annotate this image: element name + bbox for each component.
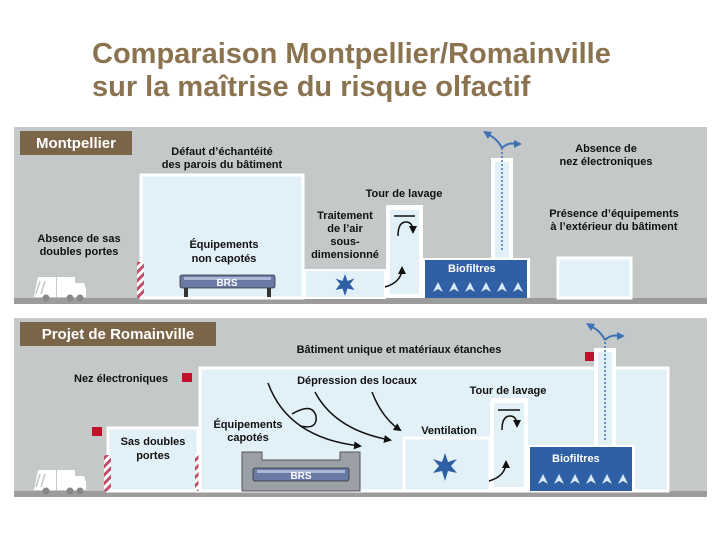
romainville-biofiltres-label: Biofiltres [552,453,600,465]
tower-loop-arrow [501,415,521,431]
exhaust-arrow-icon [586,323,595,331]
montpellier-tower-inner [390,210,419,294]
exhaust-arrow-icon [483,131,492,139]
fan-icon [335,274,355,296]
depression-loop [291,407,317,428]
romainville-ventilation-label: Ventilation [421,425,477,437]
montpellier-presence-label-2: à l’extérieur du bâtiment [550,221,677,233]
exhaust-arrow-icon [617,332,625,340]
montpellier-defaut-label-1: Défaut d’échantéité [171,146,272,158]
page-title: Comparaison Montpellier/Romainville sur … [92,38,611,104]
montpellier-sas-label-1: Absence de sas [37,233,120,245]
romainville-panel: Projet de Romainville Bâtiment unique et… [14,318,707,497]
montpellier-ground [14,298,707,304]
tower-loop-arrow [397,221,417,237]
depression-arrow-3 [371,391,402,432]
romainville-biofilter [530,447,632,491]
montpellier-door [137,262,144,298]
fan-icon [433,453,457,481]
montpellier-header-bg [20,131,132,155]
romainville-door-outer [104,455,111,491]
montpellier-presence-label-1: Présence d’équipements [549,208,679,220]
romainville-sas-label-2: portes [136,450,170,462]
depression-arrow-2 [314,391,392,443]
romainville-batiment-label: Bâtiment unique et matériaux étanches [297,344,502,356]
tower-inlet-arrow [384,266,406,288]
title-line-2: sur la maîtrise du risque olfactif [92,71,531,103]
romainville-nez-label: Nez électroniques [74,373,168,385]
title-line-1: Comparaison Montpellier/Romainville [92,38,611,70]
romainville-equipements-label-1: Équipements [213,418,282,431]
truck-icon [34,470,86,495]
romainville-header: Projet de Romainville [42,326,195,343]
montpellier-traitement-label-2: de l’air [327,223,363,235]
montpellier-defaut-label-2: des parois du bâtiment [162,159,283,171]
montpellier-biofilter [425,260,527,298]
montpellier-brs-label: BRS [216,278,237,289]
romainville-tour-label: Tour de lavage [470,385,547,397]
montpellier-biofiltres-label: Biofiltres [448,263,496,275]
montpellier-equipements-label-2: non capotés [192,253,257,265]
montpellier-tour-label: Tour de lavage [366,188,443,200]
nose-sensor-icon [92,427,102,436]
nose-sensor-icon [585,352,595,361]
montpellier-nez-label-2: nez électroniques [560,156,653,168]
romainville-tower-inner [494,403,524,487]
romainville-depression-label: Dépression des locaux [297,375,418,387]
montpellier-equipements-label-1: Équipements [189,238,258,251]
montpellier-traitement-label-1: Traitement [317,210,373,222]
montpellier-outdoor-equipment [556,256,633,300]
romainville-brs-label: BRS [290,471,311,482]
montpellier-sas-label-2: doubles portes [40,246,119,258]
montpellier-nez-label-1: Absence de [575,143,637,155]
romainville-header-bg [20,322,216,346]
montpellier-traitement-label-4: dimensionné [311,249,379,261]
montpellier-panel: Montpellier Absence de sas doubles porte… [14,127,707,304]
romainville-sas-label-1: Sas doubles [121,436,186,448]
romainville-brs-covered: BRS [241,451,361,492]
montpellier-traitement-label-3: sous- [330,236,360,248]
tower-inlet-arrow [488,460,510,482]
romainville-equipements-label-2: capotés [227,432,269,444]
montpellier-header: Montpellier [36,135,116,152]
nose-sensor-icon [182,373,192,382]
exhaust-arrow-icon [514,140,522,148]
montpellier-brs-machine: BRS [179,274,276,297]
romainville-ground [14,491,707,497]
truck-icon [34,277,86,302]
